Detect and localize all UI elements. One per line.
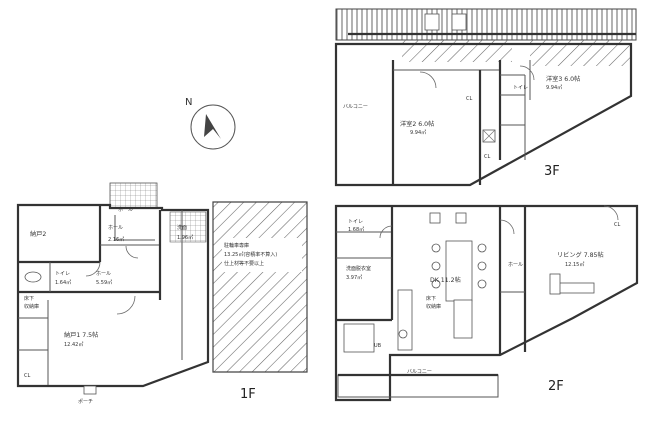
room-label: 洗面 — [177, 224, 187, 231]
room-label: 洗面脱衣室 — [346, 265, 371, 272]
floor-2f: トイレ 1.68㎡ 洗面脱衣室 3.97㎡ UB DK 11.2帖 床下 収納庫… — [334, 204, 639, 402]
parking-note: 仕上材等不要以上 — [224, 260, 264, 267]
room-size: 9.94㎡ — [546, 84, 562, 91]
room-label: 床下 — [24, 295, 34, 302]
room-size: 5.59㎡ — [96, 279, 112, 286]
room-label: トイレ — [513, 85, 528, 91]
room-label: バルコニー — [407, 369, 432, 375]
room-label: CL — [614, 222, 620, 228]
room-label: 洋室2 6.0帖 — [400, 120, 434, 128]
room-label: ホール — [108, 225, 123, 231]
parking-area: 13.25㎡(容積率不算入) — [224, 251, 277, 258]
compass: N — [185, 97, 236, 150]
compass-north-label: N — [185, 97, 192, 108]
room-size: 1.96㎡ — [177, 234, 193, 241]
room-label: ホール — [118, 207, 133, 213]
room-size: 3.97㎡ — [346, 274, 362, 281]
north-arrow-icon — [204, 114, 221, 139]
floor-1f: 駐輪車専庫 13.25㎡(容積率不算入) 仕上材等不要以上 納戸2 ホール ホー… — [16, 182, 308, 405]
room-size: 12.15㎡ — [565, 261, 584, 268]
room-label: 床下 — [426, 295, 436, 302]
room-label: CL — [466, 96, 472, 102]
floor-label: 3F — [544, 164, 560, 179]
room-label: 洋室3 6.0帖 — [546, 75, 580, 83]
room-label: ポーチ — [78, 398, 93, 405]
room-label: 納戸1 7.5帖 — [64, 331, 98, 339]
room-label: DK 11.2帖 — [430, 276, 461, 284]
parking-title: 駐輪車専庫 — [224, 242, 249, 249]
room-label: 納戸2 — [30, 230, 46, 238]
room-label: 収納庫 — [24, 303, 39, 310]
room-label: 収納庫 — [426, 303, 441, 310]
room-label: CL — [24, 373, 30, 379]
floor-label: 2F — [548, 379, 564, 394]
room-size: 1.68㎡ — [348, 226, 364, 233]
room-size: 9.94㎡ — [410, 129, 426, 136]
room-label: トイレ — [55, 271, 70, 277]
floor-label: 1F — [240, 387, 256, 402]
room-label: CL — [484, 154, 490, 160]
room-size: 2.16㎡ — [108, 236, 124, 243]
room-label: バルコニー — [343, 104, 368, 110]
room-label: トイレ — [348, 219, 363, 225]
room-label: ホール — [508, 262, 523, 268]
floor-3f: 洋室2 6.0帖 9.94㎡ 洋室3 6.0帖 9.94㎡ バルコニー CL C… — [334, 8, 637, 187]
room-size: 1.64㎡ — [55, 279, 71, 286]
room-label: UB — [374, 343, 382, 349]
room-size: 12.42㎡ — [64, 341, 83, 348]
room-label: リビング 7.85帖 — [557, 251, 604, 259]
room-label: ホール — [96, 271, 111, 277]
